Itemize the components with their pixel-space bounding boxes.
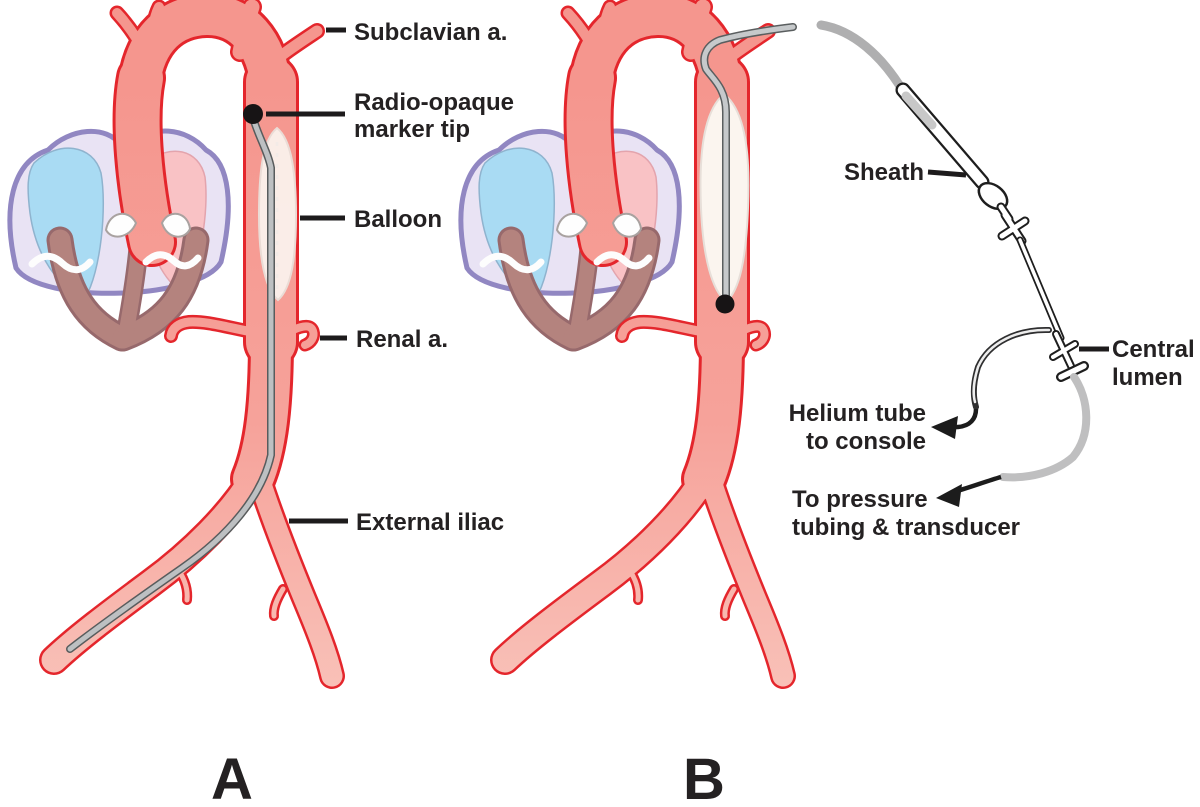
sheath-assembly xyxy=(816,20,1091,482)
label-arrows xyxy=(931,408,1002,507)
radio-opaque-marker-dot-b xyxy=(715,294,735,314)
label-marker-line2: marker tip xyxy=(354,116,470,143)
label-balloon: Balloon xyxy=(354,206,442,233)
leader-sheath xyxy=(927,169,967,178)
sheath-inner-catheter xyxy=(901,91,937,130)
label-pressure-line2: tubing & transducer xyxy=(792,514,1020,541)
label-marker-line1: Radio-opaque xyxy=(354,89,514,116)
external-catheter-tube xyxy=(816,20,908,96)
label-helium-line1: Helium tube xyxy=(789,400,926,427)
label-pressure-line1: To pressure xyxy=(792,486,928,513)
radio-opaque-marker-dot-a xyxy=(243,104,263,124)
label-sheath: Sheath xyxy=(844,159,924,186)
leader-lines-b xyxy=(927,169,1109,352)
catheter-shaft xyxy=(1018,238,1063,340)
leader-lines-a xyxy=(266,27,348,524)
helium-tube-outline xyxy=(970,326,1052,410)
label-external-iliac: External iliac xyxy=(356,509,504,536)
label-central-lumen-line1: Central xyxy=(1112,336,1195,363)
panel-a: Subclavian a. Radio-opaque marker tip Ba… xyxy=(10,7,514,807)
helium-tube xyxy=(972,328,1051,404)
pressure-tube xyxy=(999,373,1091,482)
panel-letter-b: B xyxy=(683,747,725,807)
label-renal: Renal a. xyxy=(356,326,448,353)
label-helium-line2: to console xyxy=(806,428,926,455)
panel-b: Sheath Central lumen Helium tube to cons… xyxy=(461,7,1195,807)
central-lumen-port xyxy=(1049,330,1089,382)
pressure-arrowhead xyxy=(936,484,962,507)
stopcock-upper xyxy=(996,202,1030,246)
label-subclavian: Subclavian a. xyxy=(354,19,507,46)
panel-letter-a: A xyxy=(211,747,253,807)
catheter-a xyxy=(67,115,274,652)
helium-arrow-line xyxy=(947,408,979,430)
helium-arrowhead xyxy=(931,416,958,439)
catheter-b xyxy=(701,24,796,301)
label-central-lumen-line2: lumen xyxy=(1112,364,1183,391)
pressure-arrow-line xyxy=(956,474,1002,494)
